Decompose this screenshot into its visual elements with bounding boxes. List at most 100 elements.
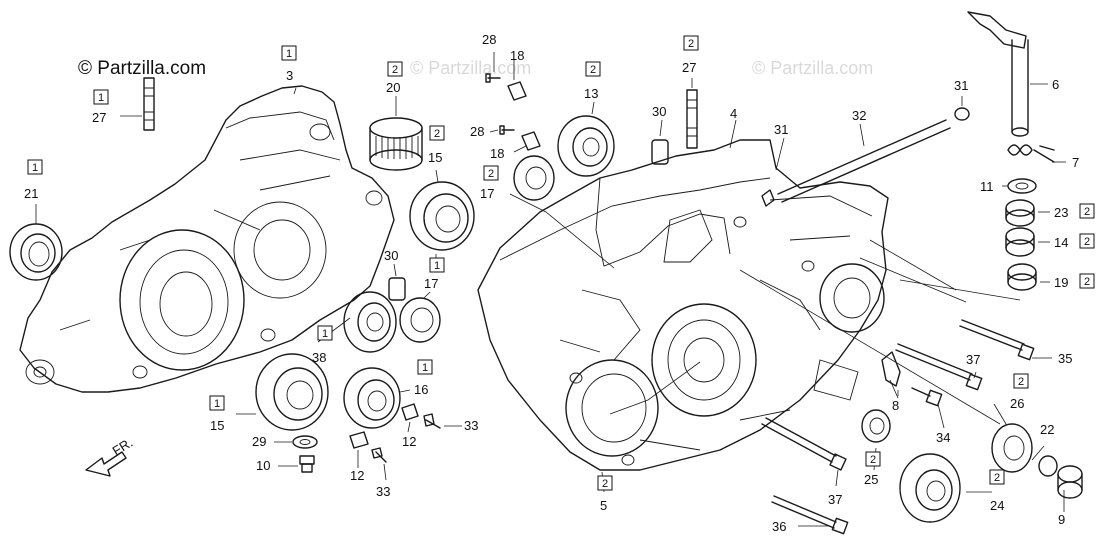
part-3: 3	[286, 68, 293, 83]
qty-box	[27, 159, 43, 175]
stud-bolt-27-center	[686, 89, 698, 149]
qty-box	[989, 469, 1005, 485]
bearing-17-lower	[399, 297, 441, 343]
qty-box	[429, 125, 445, 141]
bolt-37-lower	[761, 417, 847, 471]
clamp-8	[881, 351, 901, 387]
bolt-37-upper	[895, 343, 983, 391]
part-4: 4	[730, 106, 737, 121]
qty-box	[1079, 203, 1095, 219]
front-direction-arrow: FR.	[85, 435, 136, 477]
svg-text:2: 2	[392, 64, 398, 76]
bolt-33-lower	[371, 447, 387, 463]
part-12-upper: 12	[402, 434, 416, 449]
part-20: 20	[386, 80, 400, 95]
stud-bolt-27-left	[143, 77, 155, 131]
qty-box	[417, 359, 433, 375]
bolt-35	[959, 319, 1035, 361]
part-31-upper: 31	[954, 78, 968, 93]
leader-lines	[35, 52, 1066, 527]
part-18-lower: 18	[490, 146, 504, 161]
washer-29	[292, 435, 318, 449]
clip-31-upper	[954, 107, 970, 121]
svg-text:2: 2	[1018, 376, 1024, 388]
svg-text:2: 2	[434, 128, 440, 140]
part-36: 36	[772, 519, 786, 534]
return-spring-7	[1007, 144, 1055, 163]
part-9: 9	[1058, 512, 1065, 527]
part-37-lower: 37	[828, 492, 842, 507]
svg-text:1: 1	[422, 362, 428, 374]
right-crankcase-half	[477, 139, 889, 471]
needle-bearing-20	[369, 117, 423, 171]
qty-box	[93, 89, 109, 105]
washer-11	[1007, 178, 1037, 194]
callout-labels: 1 1 1 2 2 1 1 1 1 2 2 2 2 2 2 2 2 2 2 3 …	[24, 32, 1095, 534]
part-26: 26	[1010, 396, 1024, 411]
part-22: 22	[1040, 422, 1054, 437]
part-16: 16	[414, 382, 428, 397]
part-37-upper: 37	[966, 352, 980, 367]
svg-text:1: 1	[434, 260, 440, 272]
part-12-lower: 12	[350, 468, 364, 483]
part-7: 7	[1072, 155, 1079, 170]
oil-seal-24	[899, 453, 961, 523]
part-11: 11	[980, 179, 994, 194]
qty-box	[597, 475, 613, 491]
part-15-upper: 15	[428, 150, 442, 165]
bearing-19	[1007, 263, 1037, 291]
front-marker-label: FR.	[110, 435, 136, 459]
qty-box	[387, 61, 403, 77]
part-27-center: 27	[682, 60, 696, 75]
screw-28-upper	[485, 73, 501, 83]
clamp-12-upper	[401, 403, 419, 421]
part-17-upper: 17	[480, 186, 494, 201]
needle-bearing-14	[1005, 227, 1035, 257]
left-crankcase-half	[19, 85, 395, 393]
svg-text:1: 1	[214, 398, 220, 410]
part-31-lower: 31	[774, 122, 788, 137]
qty-box	[1013, 373, 1029, 389]
qty-box	[483, 165, 499, 181]
part-23: 23	[1054, 205, 1068, 220]
part-15-lower: 15	[210, 418, 224, 433]
svg-text:2: 2	[688, 38, 694, 50]
svg-text:1: 1	[32, 162, 38, 174]
part-30-left: 30	[384, 248, 398, 263]
part-24: 24	[990, 498, 1004, 513]
part-10: 10	[256, 458, 270, 473]
circlip-22	[1038, 455, 1058, 477]
qty-box	[585, 61, 601, 77]
svg-text:1: 1	[322, 328, 328, 340]
ball-bearing-13	[557, 115, 615, 177]
ball-bearing-16	[343, 367, 401, 429]
part-13: 13	[584, 86, 598, 101]
dowel-pin-30-left	[388, 277, 406, 301]
qty-box	[317, 325, 333, 341]
part-29: 29	[252, 434, 266, 449]
svg-text:1: 1	[286, 48, 292, 60]
bolt-33-upper	[423, 413, 441, 429]
part-8: 8	[892, 398, 899, 413]
svg-text:2: 2	[994, 472, 1000, 484]
bearing-17-upper	[513, 155, 555, 201]
oil-seal-21	[9, 223, 63, 281]
part-28-lower: 28	[470, 124, 484, 139]
svg-text:2: 2	[488, 168, 494, 180]
qty-box	[1079, 273, 1095, 289]
clip-18-upper	[507, 81, 527, 101]
bearing-38	[343, 291, 397, 353]
part-21: 21	[24, 186, 38, 201]
part-28-upper: 28	[482, 32, 496, 47]
qty-box	[683, 35, 699, 51]
part-25: 25	[864, 472, 878, 487]
qty-box	[1079, 233, 1095, 249]
part-35: 35	[1058, 351, 1072, 366]
oil-seal-25	[861, 409, 891, 443]
svg-text:1: 1	[98, 92, 104, 104]
watermark-center: © Partzilla.com	[410, 58, 531, 78]
part-33-upper: 33	[464, 418, 478, 433]
part-32: 32	[852, 108, 866, 123]
bolt-36	[771, 495, 849, 535]
